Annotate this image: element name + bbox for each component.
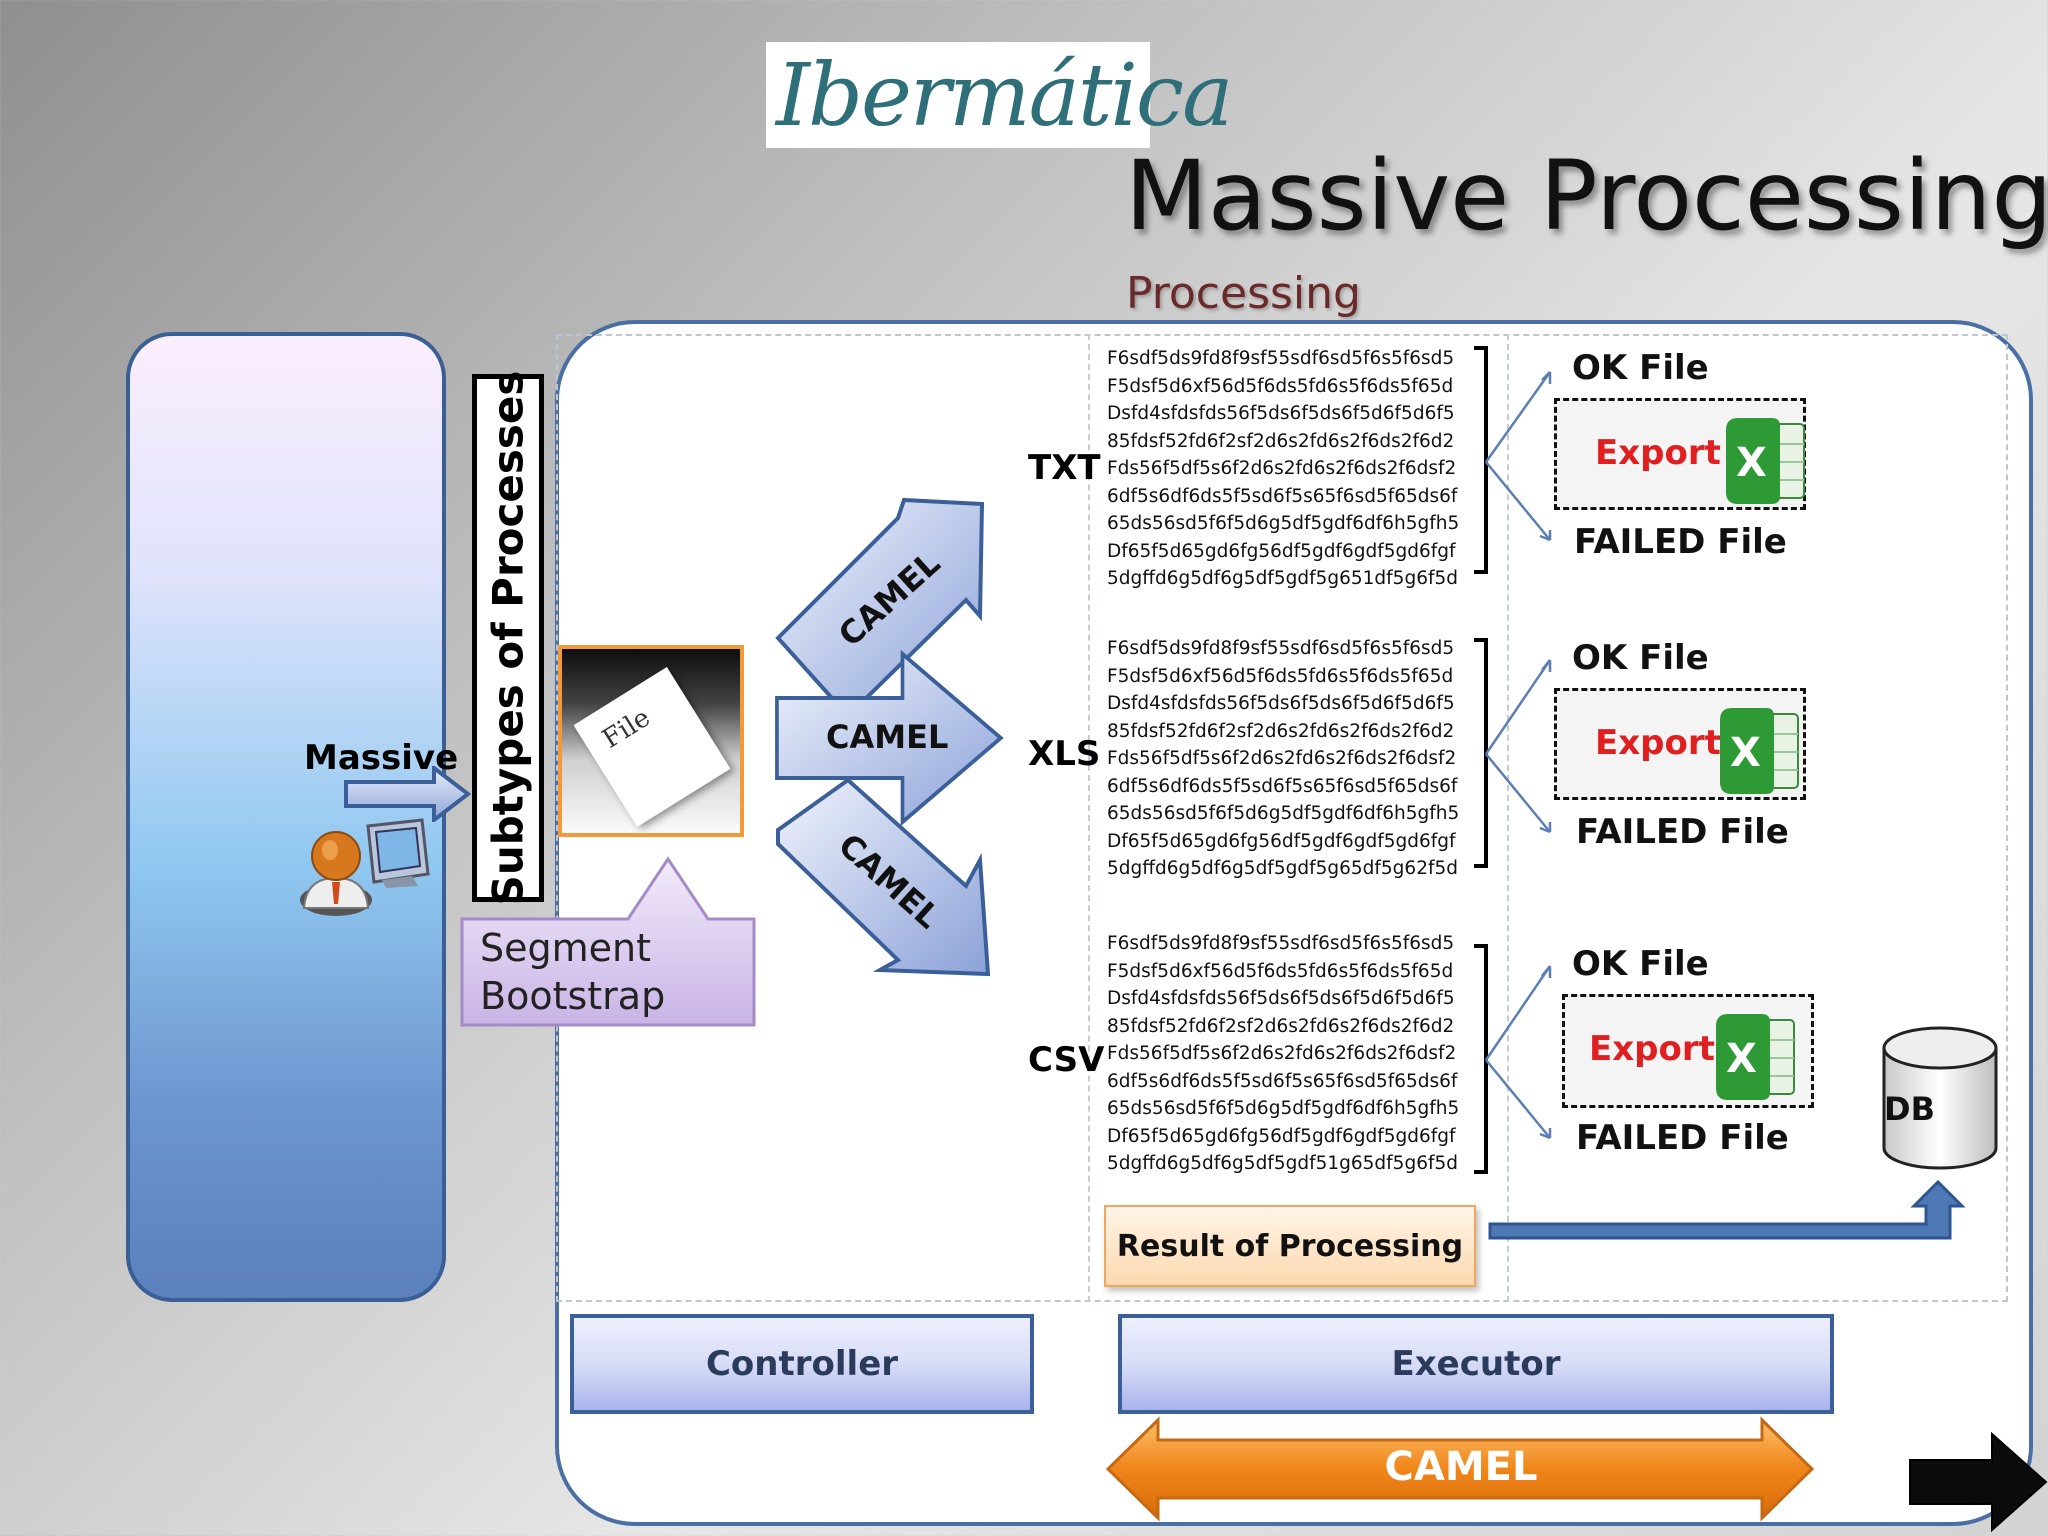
failed-file-xls: FAILED File: [1576, 812, 1789, 852]
excel-icon: X: [1726, 418, 1805, 504]
data-line: F5dsf5d6xf56d5f6ds5fd6s5f6ds5f65d: [1107, 960, 1454, 982]
executor-box: Executor: [1118, 1314, 1834, 1414]
ok-file-xls: OK File: [1572, 638, 1709, 678]
result-to-db-arrow: [1488, 1180, 1966, 1240]
camel-arrow-bottom: [776, 777, 991, 977]
data-line: 65ds56sd5f6f5d6g5df5gdf6df6h5gfh5: [1107, 513, 1460, 534]
failed-file-txt: FAILED File: [1574, 522, 1787, 562]
data-line: Df65f5d65gd6fg56df5gdf6gdf5gd6fgf: [1107, 1125, 1456, 1147]
data-line: F5dsf5d6xf56d5f6ds5fd6s5f6ds5f65d: [1107, 375, 1454, 397]
data-line: Dsfd4sfdsfds56f5ds6f5ds6f5d6f5d6f5: [1107, 988, 1455, 1009]
camel-arrows: [775, 497, 1004, 977]
data-line: Df65f5d65gd6fg56df5gdf6gdf5gd6fgf: [1107, 830, 1456, 852]
data-line: 65ds56sd5f6f5d6g5df5gdf6df6h5gfh5: [1107, 1098, 1460, 1119]
data-line: Fds56f5df5s6f2d6s2fd6s2f6ds2f6dsf2: [1107, 1043, 1457, 1064]
data-line: F5dsf5d6xf56d5f6ds5fd6s5f6ds5f65d: [1107, 665, 1454, 687]
monitor-icon: [366, 818, 430, 888]
file-icon: File: [573, 666, 731, 828]
data-line: 85fdsf52fd6f2sf2d6s2fd6s2f6ds2f6d2: [1107, 1015, 1455, 1037]
data-line: 65ds56sd5f6f5d6g5df5gdf6df6h5gfh5: [1107, 803, 1460, 824]
brace-csv: [1474, 944, 1488, 1174]
ibermatica-logo: Ibermática: [766, 42, 1233, 148]
page-title: Massive Processing: [1125, 140, 2048, 252]
file-label: File: [597, 702, 656, 755]
callout-line-2: Bootstrap: [480, 974, 666, 1018]
ok-file-csv: OK File: [1572, 944, 1709, 984]
data-line: Fds56f5df5s6f2d6s2fd6s2f6ds2f6dsf2: [1107, 748, 1457, 769]
data-line: 85fdsf52fd6f2sf2d6s2fd6s2f6ds2f6d2: [1107, 430, 1455, 452]
camel-arrow-middle: [775, 649, 1004, 827]
result-label: Result of Processing: [1116, 1228, 1464, 1264]
export-label-csv: Export: [1589, 1029, 1715, 1069]
camel-bottom-label: CAMEL: [1384, 1444, 1538, 1490]
data-block-xls: F6sdf5ds9fd8f9sf55sdf6sd5f6s5f6sd5 F5dsf…: [1107, 635, 1459, 883]
data-line: Dsfd4sfdsfds56f5ds6f5ds6f5d6f5d6f5: [1107, 403, 1455, 424]
segment-bootstrap-callout: [460, 856, 756, 1027]
controller-label: Controller: [705, 1344, 899, 1384]
executor-label: Executor: [1391, 1344, 1561, 1384]
data-block-csv: F6sdf5ds9fd8f9sf55sdf6sd5f6s5f6sd5 F5dsf…: [1107, 930, 1459, 1178]
user-icon: [300, 831, 372, 916]
controller-box: Controller: [570, 1314, 1034, 1414]
brace-xls: [1474, 638, 1488, 868]
db-label: DB: [1884, 1090, 1935, 1128]
data-line: 5dgffd6g5df6g5df5gdf51g65df5g6f5d: [1107, 1153, 1458, 1174]
data-line: 6df5s6df6ds5f5sd6f5s65f6sd5f65ds6f: [1107, 1070, 1458, 1092]
db-cylinder-icon: [1882, 1026, 1998, 1170]
braces: [1474, 346, 1552, 1174]
data-line: 6df5s6df6ds5f5sd6f5s65f6sd5f65ds6f: [1107, 485, 1458, 507]
brace-txt: [1474, 346, 1488, 574]
left-panel: [126, 332, 446, 1302]
data-block-txt: F6sdf5ds9fd8f9sf55sdf6sd5f6s5f6sd5 F5dsf…: [1107, 345, 1459, 593]
section-title: Processing: [1126, 268, 1361, 319]
divider-left: [1088, 334, 1090, 1302]
format-label-xls: XLS: [1028, 734, 1101, 774]
camel-label-middle: CAMEL: [826, 718, 949, 756]
export-label-txt: Export: [1595, 433, 1721, 473]
data-line: 6df5s6df6ds5f5sd6f5s65f6sd5f65ds6f: [1107, 775, 1458, 797]
svg-text:X: X: [1726, 1036, 1757, 1082]
data-line: Dsfd4sfdsfds56f5ds6f5ds6f5d6f5d6f5: [1107, 693, 1455, 714]
result-of-processing-box: Result of Processing: [1104, 1205, 1476, 1287]
next-arrow-icon[interactable]: [1908, 1432, 2048, 1532]
segment-bootstrap-text: Segment Bootstrap: [480, 924, 665, 1020]
data-line: Df65f5d65gd6fg56df5gdf6gdf5gd6fgf: [1107, 540, 1456, 562]
ok-file-txt: OK File: [1572, 348, 1709, 388]
failed-file-csv: FAILED File: [1576, 1118, 1789, 1158]
svg-text:X: X: [1736, 440, 1767, 486]
massive-arrow: [344, 766, 472, 822]
subtypes-label: Subtypes of Processes: [483, 370, 533, 906]
excel-icon: X: [1716, 1014, 1795, 1100]
svg-text:X: X: [1730, 730, 1761, 776]
data-line: 85fdsf52fd6f2sf2d6s2fd6s2f6ds2f6d2: [1107, 720, 1455, 742]
data-line: F6sdf5ds9fd8f9sf55sdf6sd5f6s5f6sd5: [1107, 348, 1455, 369]
export-box-csv: Export: [1562, 994, 1814, 1108]
data-line: 5dgffd6g5df6g5df5gdf5g651df5g6f5d: [1107, 568, 1458, 589]
data-line: F6sdf5ds9fd8f9sf55sdf6sd5f6s5f6sd5: [1107, 638, 1455, 659]
divider-right: [1507, 334, 1509, 1302]
callout-line-1: Segment: [480, 926, 651, 970]
data-line: F6sdf5ds9fd8f9sf55sdf6sd5f6s5f6sd5: [1107, 933, 1455, 954]
data-line: 5dgffd6g5df6g5df5gdf5g65df5g62f5d: [1107, 858, 1458, 879]
subtypes-box: Subtypes of Processes: [472, 371, 544, 905]
data-line: Fds56f5df5s6f2d6s2fd6s2f6ds2f6dsf2: [1107, 458, 1457, 479]
file-box: File: [558, 645, 744, 837]
logo-text: Ibermática: [776, 46, 1233, 146]
camel-double-arrow: [1105, 1416, 1815, 1522]
excel-icon: X: [1720, 708, 1799, 794]
format-label-txt: TXT: [1028, 448, 1101, 488]
processing-area: [556, 334, 2008, 1302]
export-label-xls: Export: [1595, 723, 1721, 763]
format-label-csv: CSV: [1028, 1040, 1105, 1080]
